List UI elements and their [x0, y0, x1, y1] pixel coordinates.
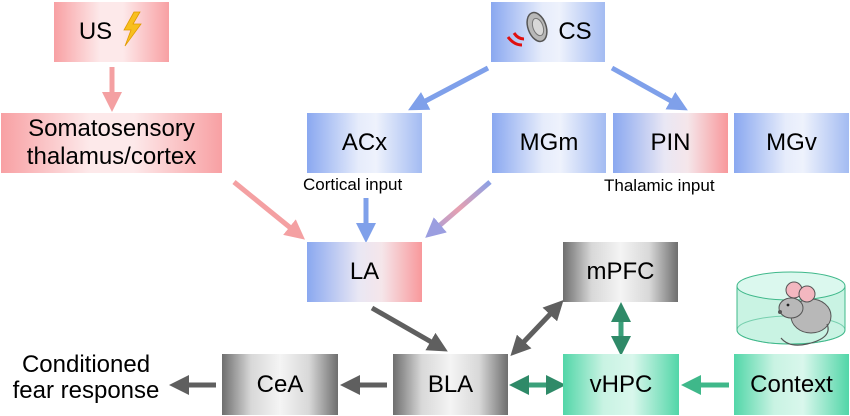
node-mgm: MGm — [492, 113, 606, 173]
node-mgm-label: MGm — [519, 129, 579, 157]
arrow-somatosensory-to-la — [232, 180, 305, 240]
node-acx-label: ACx — [341, 129, 388, 157]
node-la-label: LA — [349, 258, 380, 286]
node-somatosensory-line1: Somatosensory — [28, 115, 195, 143]
mouse-in-cage-icon — [735, 268, 847, 350]
node-mpfc-label: mPFC — [586, 258, 655, 286]
node-vhpc-label: vHPC — [589, 370, 653, 398]
node-la: LA — [307, 242, 422, 302]
node-mpfc: mPFC — [563, 242, 678, 302]
node-cs: CS — [491, 2, 605, 62]
arrow-cs-to-pin — [610, 65, 688, 111]
output-line2: fear response — [12, 377, 160, 405]
arrow-cs-to-acx — [408, 65, 490, 111]
node-us-label: US — [78, 18, 113, 46]
node-bla-label: BLA — [427, 370, 474, 398]
node-mgv-label: MGv — [766, 129, 817, 157]
node-somatosensory-line2: thalamus/cortex — [26, 143, 197, 170]
node-bla: BLA — [393, 354, 508, 415]
lightning-bolt-icon — [118, 11, 144, 54]
node-mgv: MGv — [734, 113, 849, 173]
speaker-sound-icon — [504, 7, 552, 58]
node-cea: CeA — [222, 354, 338, 415]
node-context: Context — [734, 354, 849, 415]
caption-cortical-input: Cortical input — [303, 175, 403, 194]
arrow-bla-mpfc-bidirectional — [510, 300, 564, 356]
node-cea-label: CeA — [256, 370, 304, 398]
arrow-la-to-bla — [370, 305, 448, 352]
caption-thalamic-input: Thalamic input — [604, 176, 715, 195]
node-acx: ACx — [307, 113, 422, 173]
output-line1: Conditioned — [21, 351, 151, 378]
node-somatosensory: Somatosensory thalamus/cortex — [1, 113, 222, 173]
node-context-label: Context — [750, 370, 833, 398]
node-vhpc: vHPC — [563, 354, 679, 415]
node-pin-label: PIN — [650, 129, 691, 157]
arrow-mgm-to-la — [425, 180, 492, 238]
node-cs-label: CS — [558, 18, 592, 46]
node-us: US — [54, 2, 169, 62]
node-pin: PIN — [613, 113, 728, 173]
conditioned-fear-response: Conditioned fear response — [2, 351, 170, 405]
